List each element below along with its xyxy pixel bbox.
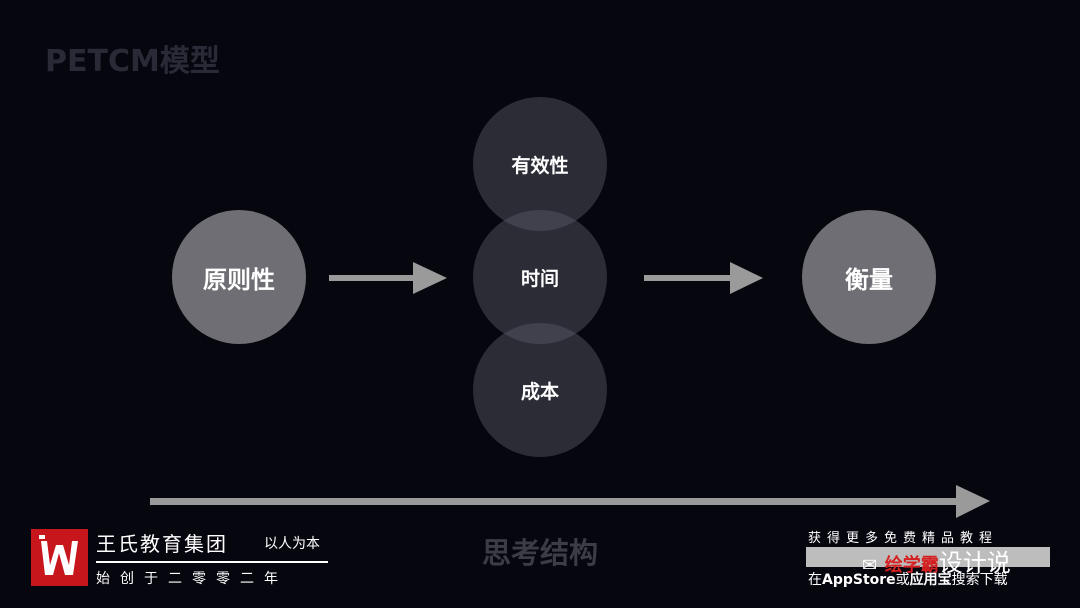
brand-slogan: 以人为本 <box>264 536 320 552</box>
watermark: ✉ 绘学霸设计说 <box>862 543 1011 578</box>
promo-mid: 或 <box>895 572 910 588</box>
node-effectiveness-label: 有效性 <box>511 154 569 177</box>
arrow-principle-to-stack <box>329 262 447 294</box>
node-cost: 成本 <box>473 323 607 457</box>
arrow-stack-to-measure <box>644 262 763 294</box>
brand-divider <box>96 561 328 563</box>
brand-name: 王氏教育集团 <box>96 532 228 556</box>
timeline-label: 思考结构 <box>481 536 598 570</box>
node-measure: 衡量 <box>802 210 936 344</box>
wechat-icon: ✉ <box>862 555 878 576</box>
node-time-label: 时间 <box>520 267 559 290</box>
brand-logo <box>31 529 88 586</box>
watermark-brand: 绘学霸 <box>884 555 939 576</box>
promo-app2: 应用宝 <box>909 572 952 588</box>
promo-download: 在AppStore或应用宝搜索下载 <box>808 569 1008 589</box>
timeline-arrow <box>150 485 990 518</box>
node-cost-label: 成本 <box>520 380 559 403</box>
brand-w-icon <box>39 535 78 575</box>
promo-headline: 获得更多免费精品教程 <box>808 531 999 546</box>
promo-app1: AppStore <box>822 572 896 588</box>
node-measure-label: 衡量 <box>845 265 893 294</box>
promo-suffix: 搜索下载 <box>951 572 1008 588</box>
node-effectiveness: 有效性 <box>473 97 607 231</box>
promo-bar <box>806 547 1050 567</box>
node-principle: 原则性 <box>172 210 306 344</box>
node-principle-label: 原则性 <box>203 265 275 294</box>
page-title: PETCM模型 <box>45 44 220 79</box>
node-time: 时间 <box>473 210 607 344</box>
watermark-text: 设计说 <box>938 549 1011 577</box>
promo-prefix: 在 <box>808 572 822 588</box>
brand-founded: 始创于二零零二年 <box>96 571 288 587</box>
